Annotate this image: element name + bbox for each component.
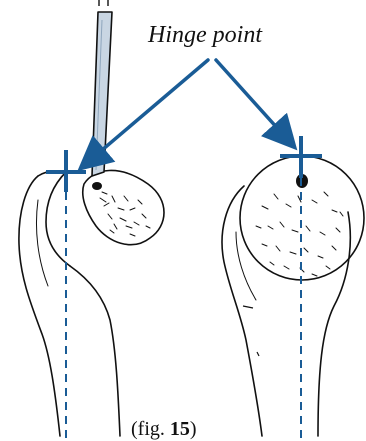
left-cut-texture bbox=[100, 192, 150, 236]
caption-suffix: ) bbox=[190, 418, 197, 440]
figure-caption: (fig. 15) bbox=[131, 418, 197, 440]
right-cut-texture bbox=[256, 192, 343, 276]
left-bone bbox=[19, 170, 164, 436]
hinge-axis-lines bbox=[66, 178, 301, 441]
left-pin-hole bbox=[92, 182, 102, 190]
caption-number: 15 bbox=[170, 418, 190, 440]
hinge-point-label: Hinge point bbox=[148, 22, 262, 49]
plus-cross-marker bbox=[280, 136, 322, 178]
right-bone-marks bbox=[243, 306, 259, 356]
plus-cross-marker bbox=[46, 150, 86, 192]
right-bone bbox=[222, 156, 364, 436]
caption-prefix: (fig. bbox=[131, 418, 170, 440]
guide-wire-ticks bbox=[99, 0, 108, 6]
arrow-right bbox=[88, 60, 288, 162]
